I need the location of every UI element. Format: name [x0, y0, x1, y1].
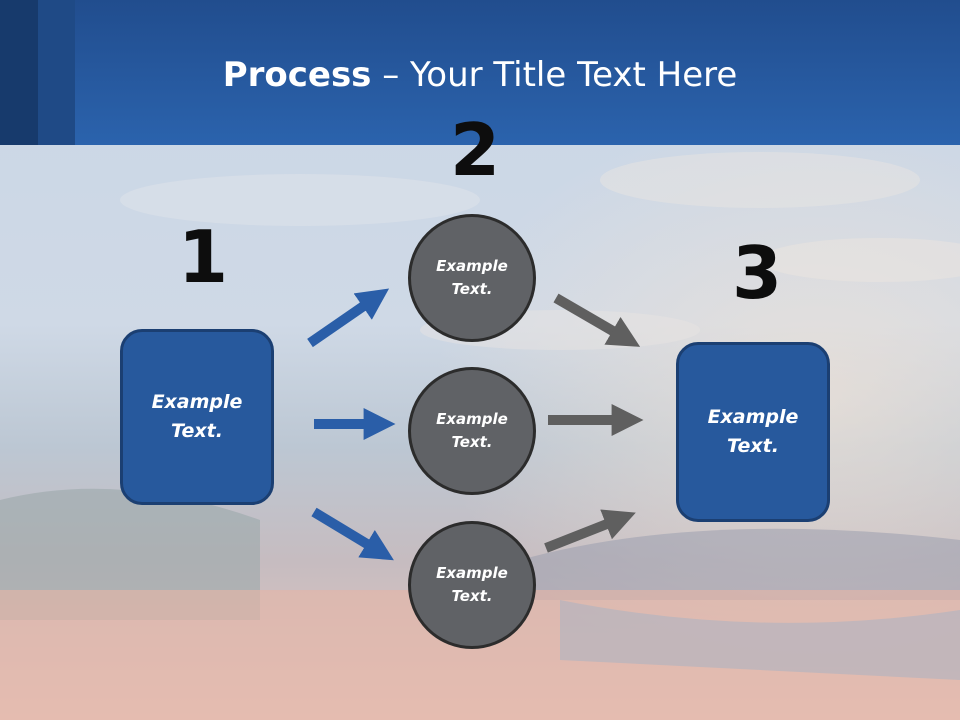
circle-bottom-text: Example Text. — [436, 564, 508, 605]
title-rest: – Your Title Text Here — [371, 55, 738, 95]
circle-top-text: Example Text. — [436, 257, 508, 298]
step-2-circle-top[interactable]: Example Text. — [408, 214, 536, 342]
step-3-text: Example Text. — [707, 406, 799, 457]
header-accent-mid — [38, 0, 75, 145]
step-3-box[interactable]: Example Text. — [676, 342, 830, 522]
step-1-text: Example Text. — [151, 391, 243, 442]
step-number-1: 1 — [178, 215, 229, 299]
slide-title: Process – Your Title Text Here — [0, 52, 960, 98]
title-bar — [0, 0, 960, 145]
step-2-circle-bottom[interactable]: Example Text. — [408, 521, 536, 649]
step-1-box[interactable]: Example Text. — [120, 329, 274, 505]
header-accent-dark — [0, 0, 38, 145]
step-2-circle-middle[interactable]: Example Text. — [408, 367, 536, 495]
circle-middle-text: Example Text. — [436, 410, 508, 451]
step-number-3: 3 — [732, 231, 783, 315]
title-bold: Process — [222, 55, 372, 95]
step-number-2: 2 — [450, 108, 501, 192]
